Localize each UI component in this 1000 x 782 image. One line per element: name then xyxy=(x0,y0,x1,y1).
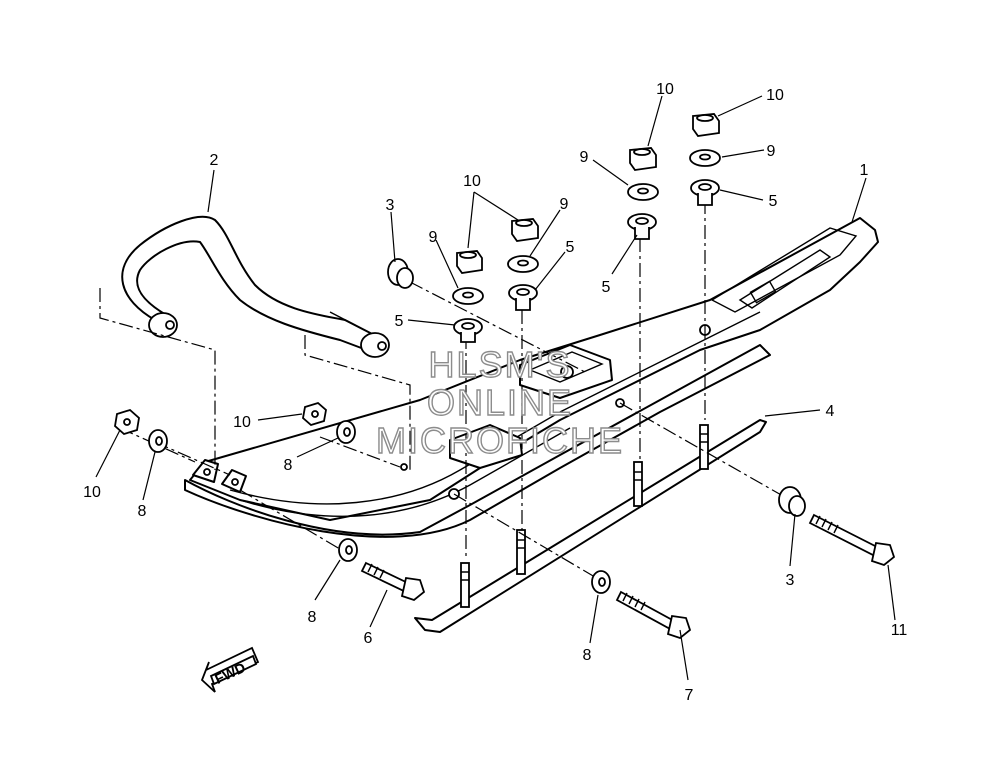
washer-9b xyxy=(507,255,539,273)
collar-5b xyxy=(508,284,538,311)
bolt-6 xyxy=(360,561,426,602)
callout-10: 10 xyxy=(233,414,251,431)
nut-10a xyxy=(114,408,140,436)
forward-arrow-icon: FWD xyxy=(200,646,260,693)
collar-5a xyxy=(453,318,483,343)
bolt-7 xyxy=(615,590,692,640)
nut-10f xyxy=(692,113,720,137)
ski-body xyxy=(184,217,879,538)
ski-handle xyxy=(121,215,390,358)
nut-10c xyxy=(456,250,483,274)
callout-3: 3 xyxy=(786,572,795,589)
leader-lines xyxy=(95,95,896,681)
callout-1: 1 xyxy=(860,162,869,179)
nut-10b xyxy=(302,401,327,427)
callout-10: 10 xyxy=(83,484,101,501)
watermark-line-2: ONLINE xyxy=(427,382,573,423)
washer-9d xyxy=(689,149,721,167)
nut-10e xyxy=(629,147,657,171)
washer-9a xyxy=(452,287,484,305)
assembly-guide-lines xyxy=(99,200,791,581)
callout-7: 7 xyxy=(685,687,694,704)
callout-8: 8 xyxy=(308,609,317,626)
bushing-3b xyxy=(778,486,806,517)
washer-8a xyxy=(148,429,168,453)
callout-9: 9 xyxy=(767,143,776,160)
ski-runner xyxy=(414,419,767,633)
callout-labels: 1 2 3 3 4 5 5 5 5 6 7 8 8 8 8 9 9 9 9 10… xyxy=(83,81,907,704)
hardware xyxy=(114,113,896,640)
bushing-3a xyxy=(387,258,414,289)
callout-2: 2 xyxy=(210,152,219,169)
callout-8: 8 xyxy=(583,647,592,664)
callout-5: 5 xyxy=(602,279,611,296)
washer-8b xyxy=(336,420,356,444)
callout-10: 10 xyxy=(656,81,674,98)
washer-8c xyxy=(338,538,358,562)
fwd-label: FWD xyxy=(212,659,248,687)
collar-5d xyxy=(690,179,720,206)
collar-5c xyxy=(627,213,657,240)
callout-8: 8 xyxy=(284,457,293,474)
callout-9: 9 xyxy=(429,229,438,246)
watermark: HLSM'S ONLINE MICROFICHE xyxy=(375,343,624,461)
bolt-11 xyxy=(808,513,896,567)
callout-11: 11 xyxy=(891,622,908,639)
callout-9: 9 xyxy=(580,149,589,166)
callout-3: 3 xyxy=(386,197,395,214)
callout-5: 5 xyxy=(566,239,575,256)
nut-10d xyxy=(511,218,539,242)
callout-4: 4 xyxy=(826,403,835,420)
callout-6: 6 xyxy=(364,630,373,647)
callout-10: 10 xyxy=(463,173,481,190)
callout-5: 5 xyxy=(769,193,778,210)
watermark-line-3: MICROFICHE xyxy=(376,420,624,461)
washer-8d xyxy=(591,570,611,594)
callout-10: 10 xyxy=(766,87,784,104)
washer-9c xyxy=(627,183,659,201)
callout-5: 5 xyxy=(395,313,404,330)
callout-8: 8 xyxy=(138,503,147,520)
callout-9: 9 xyxy=(560,196,569,213)
watermark-line-1: HLSM'S xyxy=(429,344,572,385)
